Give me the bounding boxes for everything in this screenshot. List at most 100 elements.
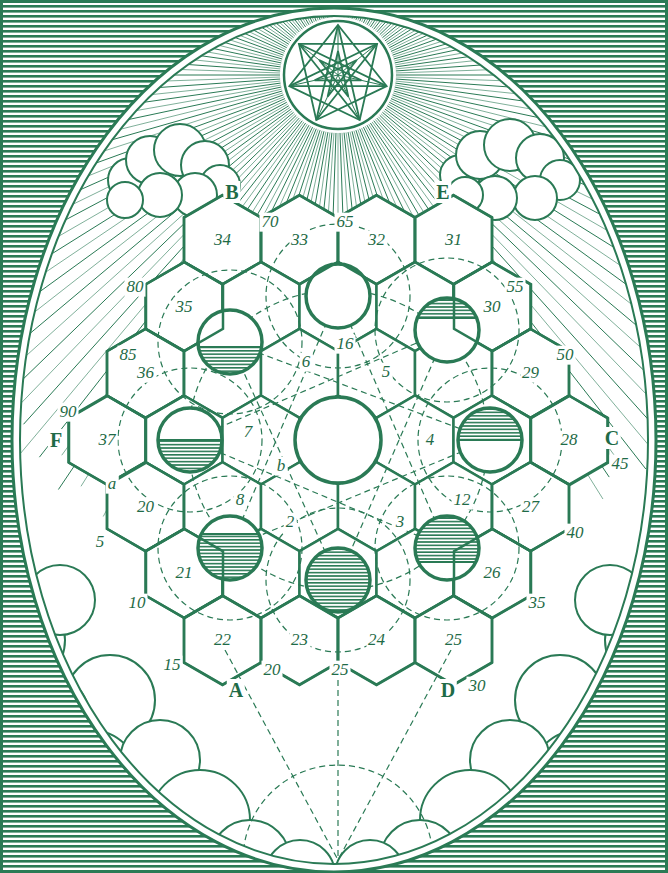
ray: [321, 0, 336, 17]
ray: [392, 0, 668, 53]
ray: [372, 0, 614, 28]
cell-number: 25: [443, 631, 464, 650]
ray: [382, 0, 668, 38]
cell-number: 29: [520, 364, 541, 383]
ray: [73, 0, 307, 26]
ray: [384, 0, 668, 39]
ray: [0, 100, 286, 294]
number-label: 45: [610, 455, 631, 474]
number-label: 65: [335, 213, 356, 232]
ray: [0, 0, 281, 63]
number-label: 50: [555, 346, 576, 365]
cell-number: 35: [174, 297, 195, 316]
number-label: 30: [467, 677, 488, 696]
hex-grid: [69, 195, 608, 684]
number-label: 16: [335, 335, 356, 354]
ray: [204, 0, 322, 19]
ray: [0, 0, 283, 55]
ray: [289, 0, 332, 17]
cloud-puff: [0, 670, 90, 770]
number-label: 70: [260, 213, 281, 232]
moon: [413, 294, 481, 362]
corner-letter: C: [603, 427, 621, 449]
ray: [358, 0, 504, 20]
hex-cell: 34: [184, 195, 261, 284]
ray: [0, 0, 284, 53]
ray: [350, 0, 436, 18]
dashed-circle: [158, 270, 302, 414]
ray: [0, 0, 285, 51]
cell-number: 36: [135, 364, 156, 383]
ray: [81, 124, 307, 486]
corner-letter: D: [439, 679, 457, 701]
moon: [306, 264, 370, 328]
ray: [0, 0, 291, 41]
ray: [381, 0, 668, 36]
cell-number: 30: [482, 297, 503, 316]
ray: [0, 0, 287, 48]
number-label: 40: [565, 524, 586, 543]
ray: [24, 118, 300, 424]
ray: [393, 0, 668, 55]
ray: [0, 83, 281, 145]
ray: [385, 109, 668, 351]
ray: [0, 0, 282, 61]
ray: [387, 0, 668, 44]
ray: [338, 0, 339, 17]
oval-inner-border: [20, 16, 648, 864]
ray: [0, 26, 280, 69]
number-label: 15: [162, 656, 183, 675]
number-label: 5: [380, 363, 393, 382]
cloud-puff: [575, 565, 645, 635]
hex-cell: 28: [531, 396, 608, 485]
cloud-puff: [210, 820, 290, 873]
ray: [377, 0, 653, 32]
cloud-puff: [107, 182, 143, 218]
ray: [393, 93, 668, 220]
ray: [362, 0, 530, 22]
ray: [67, 0, 306, 27]
ray: [395, 0, 668, 65]
corner-letter: F: [48, 429, 64, 451]
ray: [395, 5, 668, 67]
ray: [125, 127, 312, 511]
center-circle: [295, 397, 381, 483]
dashed-circle: [158, 476, 302, 620]
cell-number: 28: [559, 431, 580, 450]
dashed-line: [225, 650, 338, 860]
ray: [344, 0, 387, 17]
number-label: 12: [452, 491, 473, 510]
ray: [110, 0, 310, 24]
number-label: a: [106, 475, 119, 494]
cloud-puff: [138, 173, 182, 217]
ray: [396, 81, 668, 124]
cloud-puff: [80, 800, 180, 873]
sun-rays: [0, 0, 668, 575]
cell-number: 33: [289, 231, 310, 250]
cloud-puff: [0, 760, 90, 873]
number-label: 90: [58, 403, 79, 422]
cell-number: 20: [135, 497, 156, 516]
ray: [0, 77, 280, 92]
construction-lines: [118, 224, 562, 860]
number-label: 20: [262, 661, 283, 680]
ray: [103, 0, 309, 25]
cloud-puff: [380, 820, 460, 873]
cloud-puff: [420, 770, 520, 870]
number-label: b: [275, 457, 288, 476]
ray: [0, 81, 280, 124]
ray: [396, 41, 668, 71]
ray: [342, 0, 373, 17]
hex-cell: [184, 596, 261, 685]
ray: [367, 0, 573, 25]
hex-cell: 27: [492, 462, 569, 551]
ray: [394, 0, 668, 61]
ray: [217, 0, 324, 19]
ray: [396, 77, 668, 92]
ray: [0, 0, 283, 57]
number-label: 4: [424, 431, 437, 450]
ray: [375, 0, 659, 31]
cell-number: 32: [366, 231, 387, 250]
ray: [369, 124, 603, 499]
